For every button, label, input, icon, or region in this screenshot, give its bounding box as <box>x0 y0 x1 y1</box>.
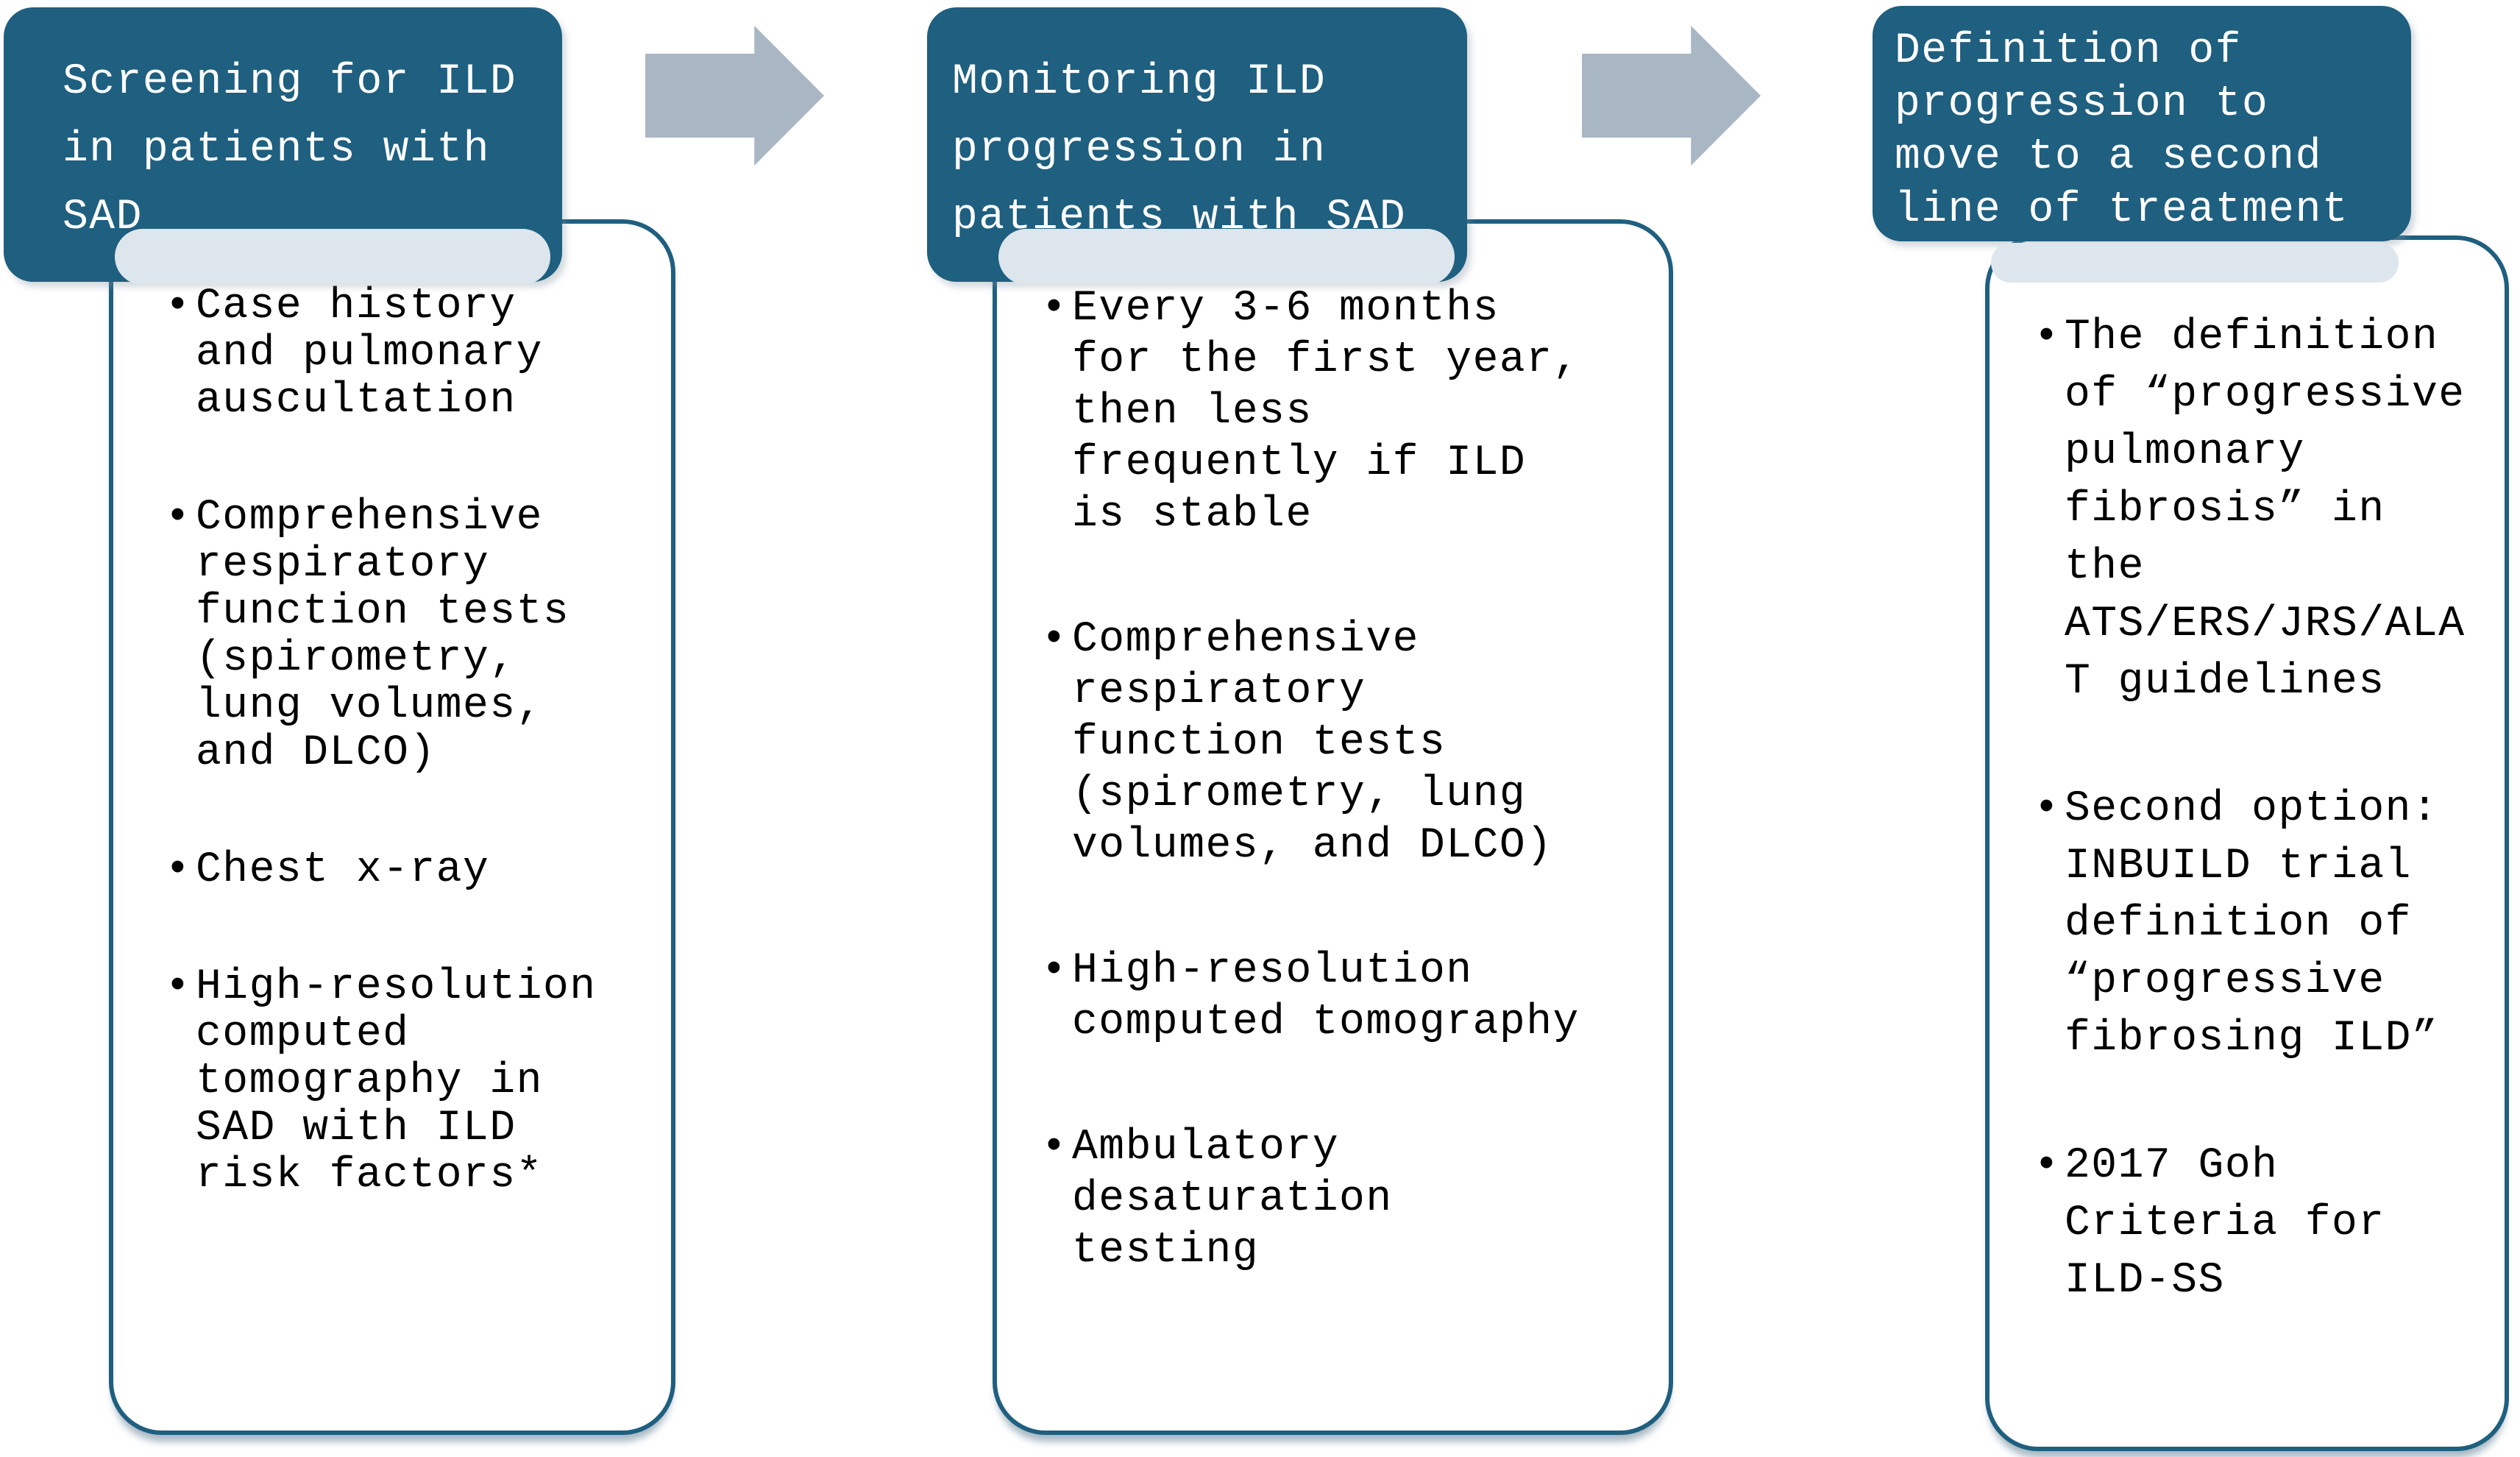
bullet-marker-icon: • <box>165 283 191 330</box>
bullet-text: High-resolution computed tomography <box>1072 947 1580 1046</box>
flow-arrow-right-icon <box>645 26 824 166</box>
bullet-text: High-resolution computed tomography in S… <box>196 963 597 1199</box>
bullet-text: Comprehensive respiratory function tests… <box>1072 616 1553 870</box>
bullet-marker-icon: • <box>1041 1124 1067 1171</box>
definition-card-top-accent <box>1991 243 2399 283</box>
screening-bullet-list: • Case history and pulmonary auscultatio… <box>113 224 671 1199</box>
bullet-text: Case history and pulmonary auscultation <box>196 283 543 425</box>
bullet-text: Second option: INBUILD trial definition … <box>2065 785 2439 1063</box>
definition-bullet-list: • The definition of “progressive pulmona… <box>1990 240 2505 1310</box>
screening-header-title: Screening for ILD in patients with SAD <box>63 58 517 241</box>
bullet-item: • 2017 Goh Criteria for ILD-SS <box>2034 1138 2490 1310</box>
bullet-item: • Every 3-6 months for the first year, t… <box>1041 283 1650 541</box>
bullet-marker-icon: • <box>2034 785 2059 833</box>
monitoring-card-top-accent <box>998 229 1455 285</box>
bullet-text: Comprehensive respiratory function tests… <box>196 494 570 777</box>
bullet-item: • Comprehensive respiratory function tes… <box>1041 614 1650 872</box>
bullet-marker-icon: • <box>1041 616 1067 664</box>
bullet-marker-icon: • <box>165 846 191 894</box>
screening-card-top-accent <box>115 229 550 285</box>
bullet-text: Ambulatory desaturation testing <box>1072 1124 1393 1275</box>
definition-card: • The definition of “progressive pulmona… <box>1985 235 2509 1451</box>
bullet-text: The definition of “progressive pulmonary… <box>2065 313 2466 706</box>
bullet-marker-icon: • <box>2034 313 2059 361</box>
bullet-item: • High-resolution computed tomography <box>1041 946 1650 1049</box>
bullet-item: • Second option: INBUILD trial definitio… <box>2034 781 2490 1068</box>
bullet-text: 2017 Goh Criteria for ILD-SS <box>2065 1142 2385 1305</box>
screening-card: • Case history and pulmonary auscultatio… <box>109 219 675 1435</box>
bullet-text: Every 3-6 months for the first year, the… <box>1072 285 1580 539</box>
monitoring-header-title: Monitoring ILD progression in patients w… <box>952 58 1407 241</box>
definition-header: Definition of progression to move to a s… <box>1873 6 2411 241</box>
flow-arrow-right-icon <box>1582 26 1761 166</box>
bullet-item: • The definition of “progressive pulmona… <box>2034 309 2490 711</box>
definition-header-title: Definition of progression to move to a s… <box>1895 27 2349 234</box>
bullet-marker-icon: • <box>2034 1142 2059 1190</box>
bullet-marker-icon: • <box>165 963 191 1011</box>
bullet-item: • High-resolution computed tomography in… <box>165 964 652 1199</box>
bullet-marker-icon: • <box>1041 285 1067 333</box>
bullet-item: • Ambulatory desaturation testing <box>1041 1122 1650 1277</box>
monitoring-card: • Every 3-6 months for the first year, t… <box>993 219 1673 1435</box>
bullet-item: • Comprehensive respiratory function tes… <box>165 494 652 777</box>
bullet-item: • Chest x-ray <box>165 847 652 894</box>
bullet-text: Chest x-ray <box>196 846 490 894</box>
bullet-marker-icon: • <box>165 494 191 542</box>
bullet-item: • Case history and pulmonary auscultatio… <box>165 283 652 425</box>
monitoring-bullet-list: • Every 3-6 months for the first year, t… <box>997 224 1669 1277</box>
bullet-marker-icon: • <box>1041 947 1067 995</box>
